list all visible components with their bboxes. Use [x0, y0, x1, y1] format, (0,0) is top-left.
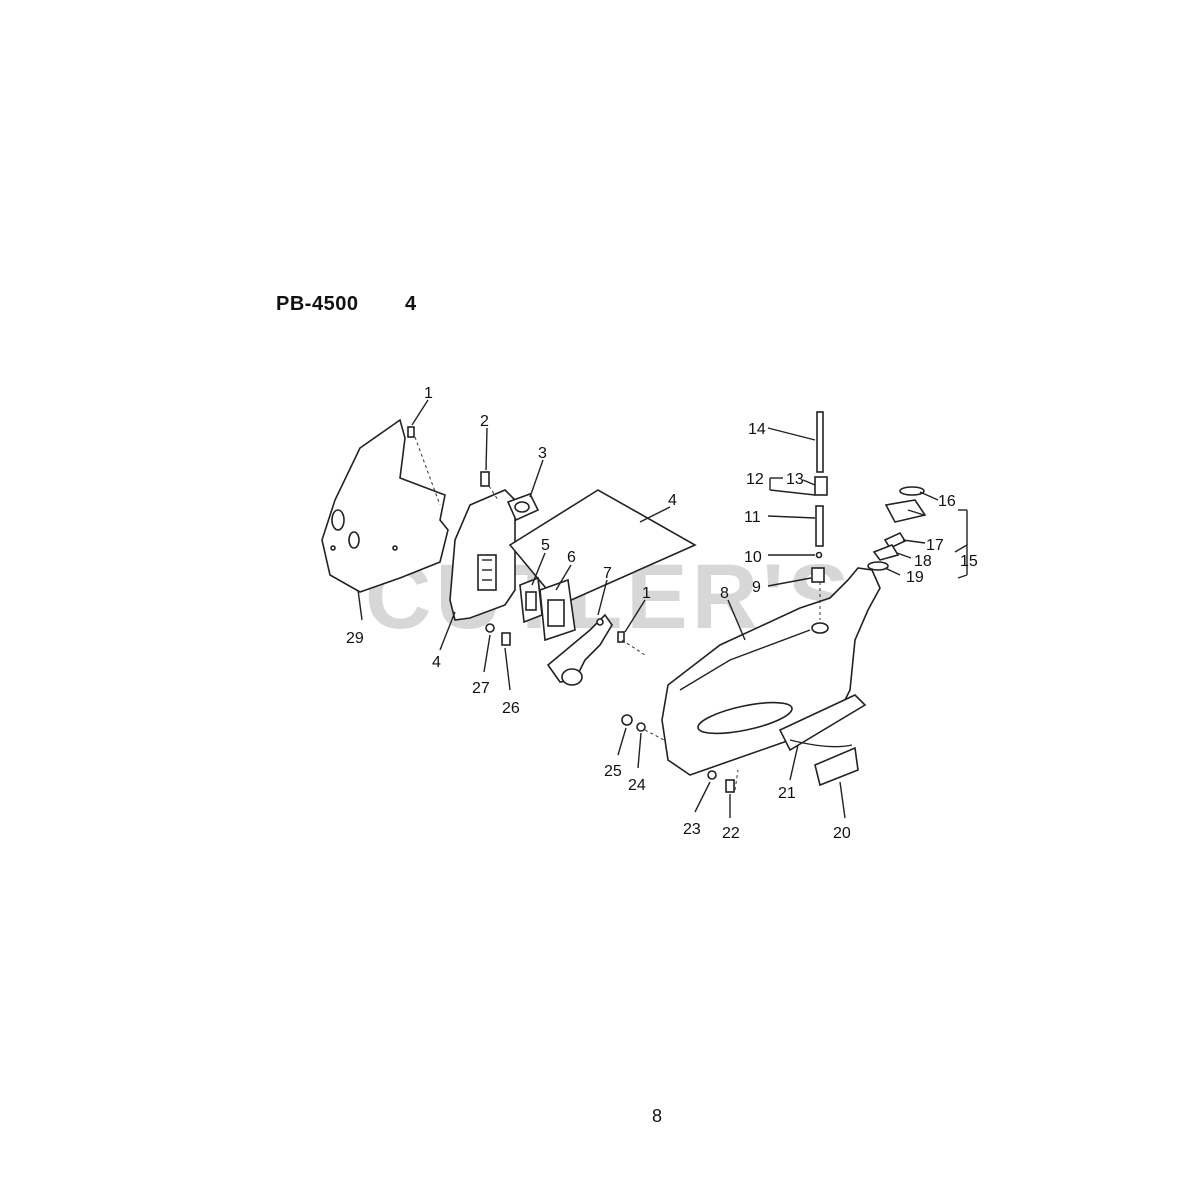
part-3-gasket	[506, 493, 540, 522]
callout-24: 24	[628, 777, 646, 794]
callout-5: 5	[541, 537, 550, 554]
callout-22: 22	[722, 825, 740, 842]
fasteners	[407, 426, 735, 793]
callout-8: 8	[720, 585, 729, 602]
callout-9: 9	[752, 579, 761, 596]
callout-18: 18	[914, 553, 932, 570]
callout-26: 26	[502, 700, 520, 717]
callout-20: 20	[833, 825, 851, 842]
parts-9-14-stack	[811, 411, 828, 583]
callout-4-left: 4	[432, 654, 441, 671]
callout-2: 2	[480, 413, 489, 430]
callout-21: 21	[778, 785, 796, 802]
callout-3: 3	[538, 445, 547, 462]
part-6-gasket	[539, 578, 576, 642]
callout-10: 10	[744, 549, 762, 566]
callout-7: 7	[603, 565, 612, 582]
callout-15: 15	[960, 553, 978, 570]
part-4-shroud	[449, 489, 516, 621]
part-4-heat-shield	[508, 489, 697, 606]
parts-16-19-cap	[867, 486, 927, 571]
callout-labels: 1 2 3 4 5 6 7 1 4 8 9 10 11 12 13 14 15 …	[346, 385, 978, 842]
part-7-elbow	[546, 613, 613, 686]
callout-23: 23	[683, 821, 701, 838]
part-29-back-cover	[321, 418, 449, 593]
alignment-lines	[414, 436, 821, 791]
figure-number: 4	[405, 293, 417, 315]
leader-lines	[357, 399, 968, 819]
callout-12: 12	[746, 471, 764, 488]
callout-16: 16	[938, 493, 956, 510]
part-21-screen-gasket	[778, 694, 867, 752]
callout-27: 27	[472, 680, 490, 697]
callout-6: 6	[567, 549, 576, 566]
page-number: 8	[652, 1106, 663, 1126]
callout-11: 11	[744, 509, 761, 526]
callout-14: 14	[748, 421, 766, 438]
part-5-gasket	[519, 576, 543, 624]
part-20-spark-arrestor	[814, 746, 859, 787]
callout-1-mid: 1	[642, 585, 651, 602]
callout-17: 17	[926, 537, 944, 554]
callout-29: 29	[346, 630, 364, 647]
callout-19: 19	[906, 569, 924, 586]
model-title: PB-4500	[276, 293, 359, 315]
callout-25: 25	[604, 763, 622, 780]
callout-4-right: 4	[668, 492, 677, 509]
callout-1-top: 1	[424, 385, 433, 402]
callout-13: 13	[786, 471, 804, 488]
